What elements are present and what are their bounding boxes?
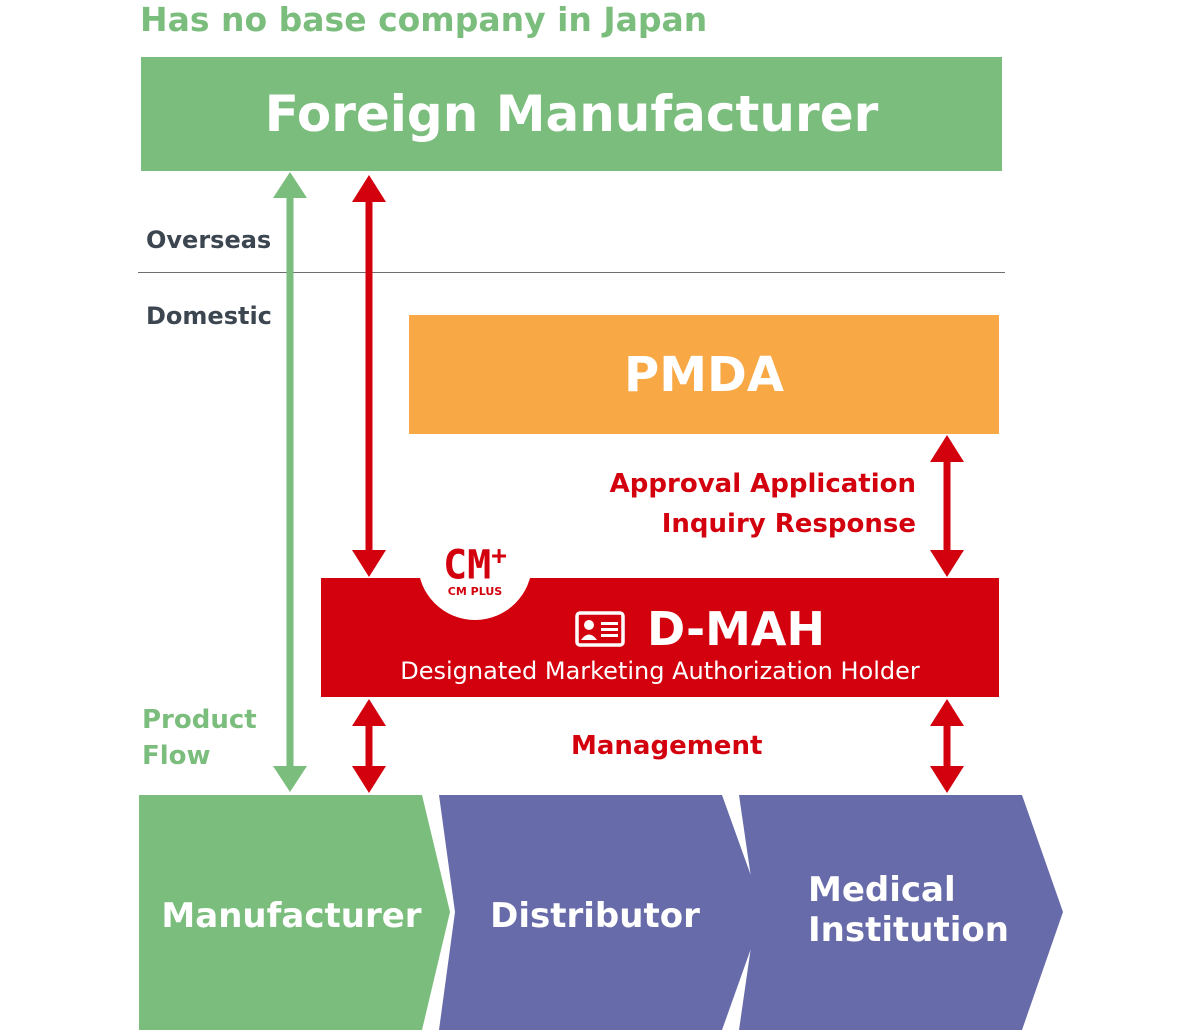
dmah-medical-arrow (930, 699, 964, 793)
distributor-label: Distributor (490, 896, 700, 936)
heading-no-base: Has no base company in Japan (140, 0, 708, 39)
cm-plus-logo-mark: CM+ (443, 540, 507, 589)
pmda-dmah-arrow (930, 435, 964, 577)
domestic-label: Domestic (146, 302, 272, 330)
product-flow-arrow (273, 172, 307, 792)
approval-application-label: Approval Application (609, 469, 916, 499)
product-flow-label: Product Flow (142, 705, 257, 771)
foreign-dmah-arrow (352, 175, 386, 577)
id-card-icon (575, 610, 625, 647)
distributor-chevron (439, 795, 764, 1030)
cm-plus-logo-text: CM PLUS (447, 585, 503, 599)
overseas-label: Overseas (146, 226, 272, 254)
foreign-manufacturer-box: Foreign Manufacturer (141, 57, 1002, 171)
medical-institution-chevron (739, 795, 1063, 1030)
pmda-label: PMDA (624, 346, 784, 403)
dmah-title-row: D-MAH (575, 603, 825, 655)
foreign-manufacturer-label: Foreign Manufacturer (264, 85, 879, 143)
dmah-subtitle: Designated Marketing Authorization Holde… (400, 656, 920, 685)
overseas-domestic-divider (138, 272, 1005, 273)
dmah-box: D-MAH Designated Marketing Authorization… (321, 578, 999, 697)
dmah-manufacturer-arrow (352, 699, 386, 793)
management-label: Management (571, 731, 763, 761)
cm-plus-logo: CM+ CM PLUS (418, 506, 532, 620)
inquiry-response-label: Inquiry Response (661, 509, 916, 539)
manufacturer-chevron (139, 795, 450, 1030)
manufacturer-label: Manufacturer (161, 896, 422, 936)
dmah-title: D-MAH (646, 601, 825, 656)
medical-institution-label: Medical Institution (808, 870, 1009, 950)
pmda-box: PMDA (409, 315, 999, 434)
